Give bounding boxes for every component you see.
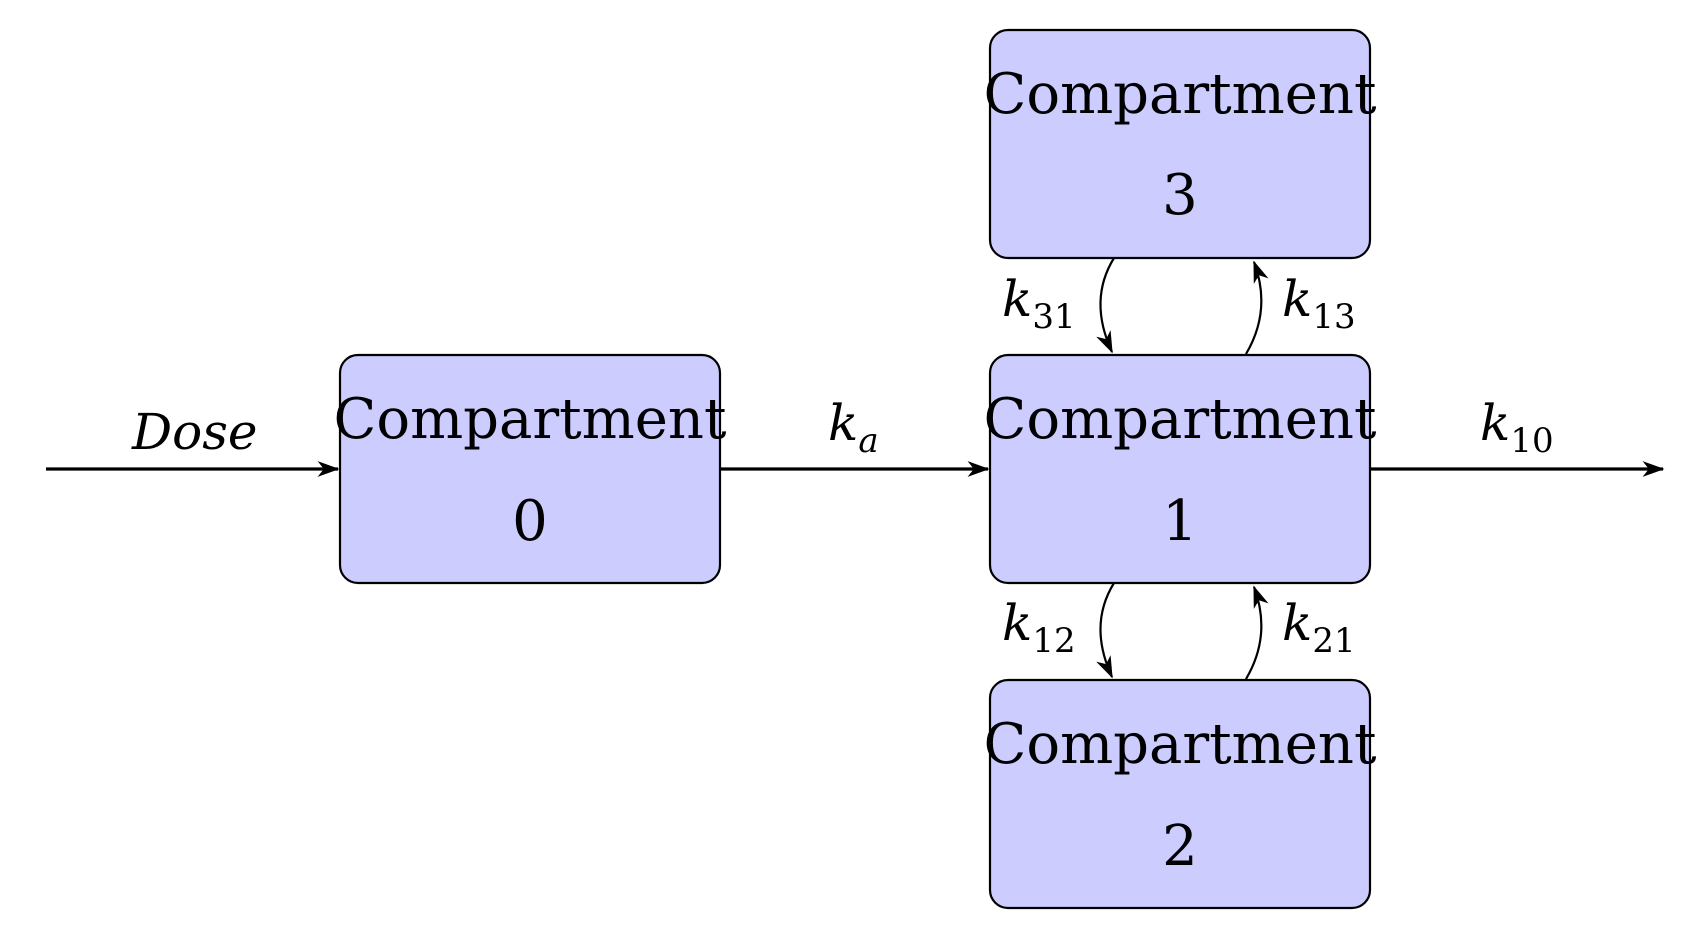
compartment-2-word: Compartment [984, 712, 1377, 777]
k13-arrow [1245, 260, 1269, 355]
k13-label: k13 [1282, 270, 1356, 337]
k31-label-sub: 31 [1032, 297, 1075, 337]
dose-label-main: Dose [131, 403, 257, 461]
compartment-1-number: 1 [1162, 489, 1198, 554]
k10-label: k10 [1480, 394, 1554, 461]
compartment-3-number: 3 [1162, 163, 1198, 228]
k21-arrow [1245, 585, 1269, 680]
k10-label-main: k [1480, 394, 1510, 452]
compartment-2-number: 2 [1162, 814, 1198, 879]
dose-label: Dose [131, 403, 257, 461]
compartment-0-number: 0 [512, 489, 548, 554]
k12-label-main: k [1002, 594, 1032, 652]
compartment-0: Compartment 0 [334, 353, 727, 585]
compartment-3: Compartment 3 [984, 28, 1377, 260]
compartment-2: Compartment 2 [984, 678, 1377, 910]
ka-label-sub: a [858, 421, 878, 461]
k10-label-sub: 10 [1510, 421, 1553, 461]
k21-label-sub: 21 [1312, 621, 1355, 661]
compartment-3-word: Compartment [984, 62, 1377, 127]
k31-label-main: k [1002, 270, 1032, 328]
k13-label-main: k [1282, 270, 1312, 328]
compartment-0-word: Compartment [334, 387, 727, 452]
k12-arrow [1096, 582, 1115, 679]
compartment-1: Compartment 1 [984, 353, 1377, 585]
ka-label-main: k [828, 394, 858, 452]
k21-label-main: k [1282, 594, 1312, 652]
compartment-1-word: Compartment [984, 387, 1377, 452]
k31-arrow [1096, 257, 1115, 354]
k12-label-sub: 12 [1032, 621, 1075, 661]
k13-label-sub: 13 [1312, 297, 1355, 337]
k21-label: k21 [1282, 594, 1356, 661]
k31-label: k31 [1002, 270, 1076, 337]
k12-label: k12 [1002, 594, 1076, 661]
ka-label: ka [828, 394, 879, 461]
